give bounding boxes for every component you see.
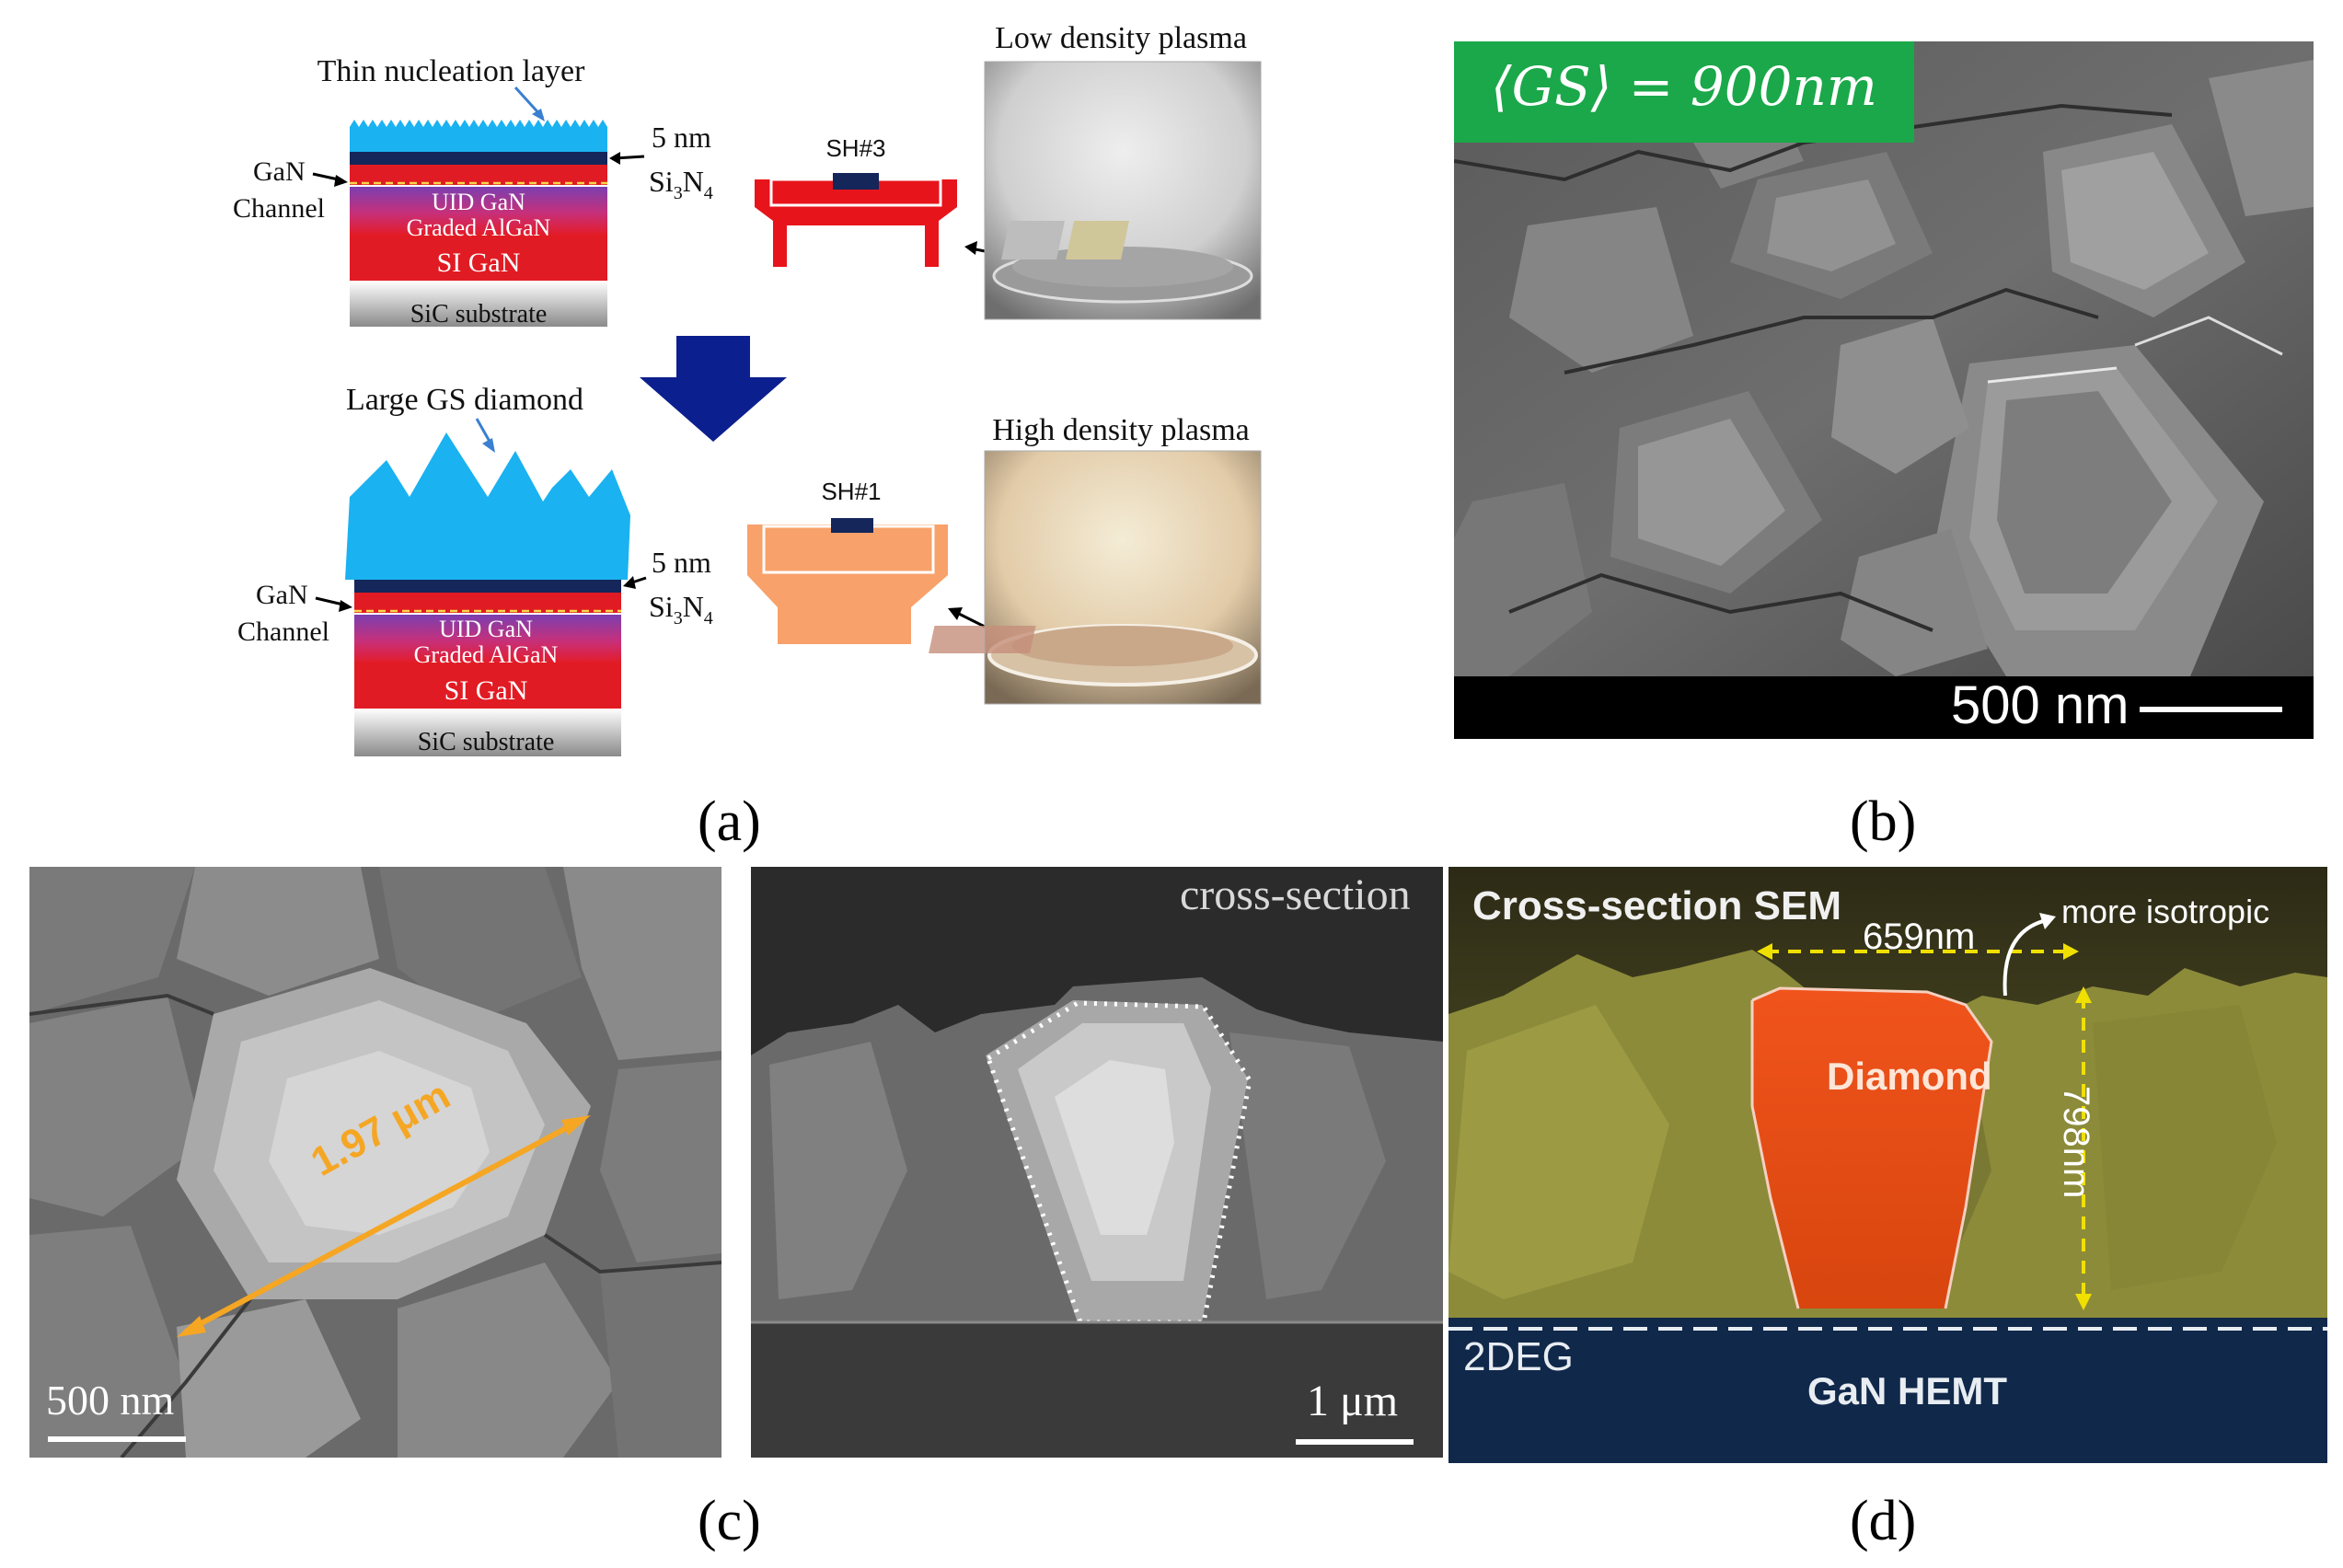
uid-gan-label-bottom: UID GaN (439, 616, 533, 642)
process-down-arrow (640, 336, 787, 442)
si3n4-thickness-label-bottom: 5 nm (652, 546, 711, 579)
top-layer-stack: Thin nucleation layer 5 nm Si3N4 GaN Cha… (233, 54, 713, 329)
panel-b-sem-image (1454, 41, 2314, 739)
caption-c: (c) (698, 1490, 761, 1552)
holder-sh1-label: SH#1 (821, 478, 881, 505)
high-density-plasma-label: High density plasma (992, 413, 1250, 447)
2deg-label: 2DEG (1463, 1334, 1574, 1379)
sample-chip-sh1 (831, 518, 873, 533)
diamond-label: Diamond (1827, 1055, 1992, 1098)
gan-hemt-label: GaN HEMT (1807, 1369, 2008, 1412)
si-gan-layer (350, 235, 607, 281)
graded-algan-label-bottom: Graded AlGaN (414, 641, 559, 668)
si3n4-layer (350, 152, 607, 165)
channel-label: Channel (233, 193, 325, 224)
scale-label-b: 500 nm (1951, 675, 2129, 735)
thin-nucleation-layer (350, 120, 607, 152)
gan-channel-layer (350, 165, 607, 185)
bottom-layer-stack: Large GS diamond 5 nm Si3N4 GaN Channel … (237, 383, 713, 756)
sic-substrate-layer (350, 281, 607, 327)
caption-d: (d) (1850, 1490, 1917, 1552)
si-gan-layer-bottom (354, 663, 621, 709)
si-gan-label: SI GaN (437, 248, 521, 278)
gan-channel-layer-bottom (354, 593, 621, 613)
large-gs-diamond-layer (345, 432, 630, 580)
panel-d-colorized-sem (1449, 867, 2327, 1463)
caption-a: (a) (698, 790, 761, 853)
uid-gan-label: UID GaN (432, 189, 525, 215)
low-density-plasma-photo (984, 61, 1262, 320)
gan-label: GaN (253, 156, 306, 187)
gs-label-box (1454, 41, 1914, 143)
gan-label-bottom: GaN (256, 580, 308, 610)
sic-substrate-layer-bottom (354, 709, 621, 756)
diamond-grain (1752, 988, 1991, 1309)
si3n4-formula-bottom: Si3N4 (649, 590, 713, 628)
panel-c-cross-section-sem (751, 867, 1443, 1458)
sample-holder-sh3: SH#3 (755, 134, 957, 267)
sic-substrate-label: SiC substrate (410, 300, 548, 329)
panel-a-schematic: Thin nucleation layer 5 nm Si3N4 GaN Cha… (233, 21, 1262, 756)
si3n4-layer-bottom (354, 580, 621, 593)
si3n4-thickness-label: 5 nm (652, 121, 711, 154)
si3n4-formula: Si3N4 (649, 165, 713, 203)
isotropic-label: more isotropic (2061, 893, 2270, 930)
sic-substrate-label-bottom: SiC substrate (418, 728, 555, 756)
gs-label: ⟨GS⟩ = 900nm (1491, 55, 1877, 118)
caption-b: (b) (1850, 790, 1917, 853)
sample-chip-sh3 (833, 173, 879, 190)
high-density-plasma-photo (929, 450, 1262, 705)
holder-sh3-label: SH#3 (825, 134, 885, 162)
scale-label-c: 500 nm (46, 1377, 175, 1424)
cross-scale-label: 1 μm (1307, 1377, 1399, 1425)
d-title: Cross-section SEM (1472, 883, 1841, 928)
width-label: 659nm (1863, 917, 1976, 957)
channel-label-bottom: Channel (237, 617, 329, 647)
height-label: 798nm (2056, 1086, 2096, 1199)
uid-graded-layer (350, 187, 607, 235)
graded-algan-label: Graded AlGaN (407, 214, 551, 241)
sample-holder-sh1: SH#1 (747, 478, 948, 644)
si-gan-label-bottom: SI GaN (444, 675, 528, 706)
uid-graded-layer-bottom (354, 615, 621, 663)
cross-section-label: cross-section (1180, 870, 1411, 919)
low-density-plasma-label: Low density plasma (995, 21, 1247, 55)
panel-c-top-sem (29, 867, 721, 1458)
nucleation-layer-label: Thin nucleation layer (317, 54, 585, 88)
large-gs-diamond-label: Large GS diamond (346, 383, 583, 417)
measure-arrow (184, 1117, 583, 1334)
